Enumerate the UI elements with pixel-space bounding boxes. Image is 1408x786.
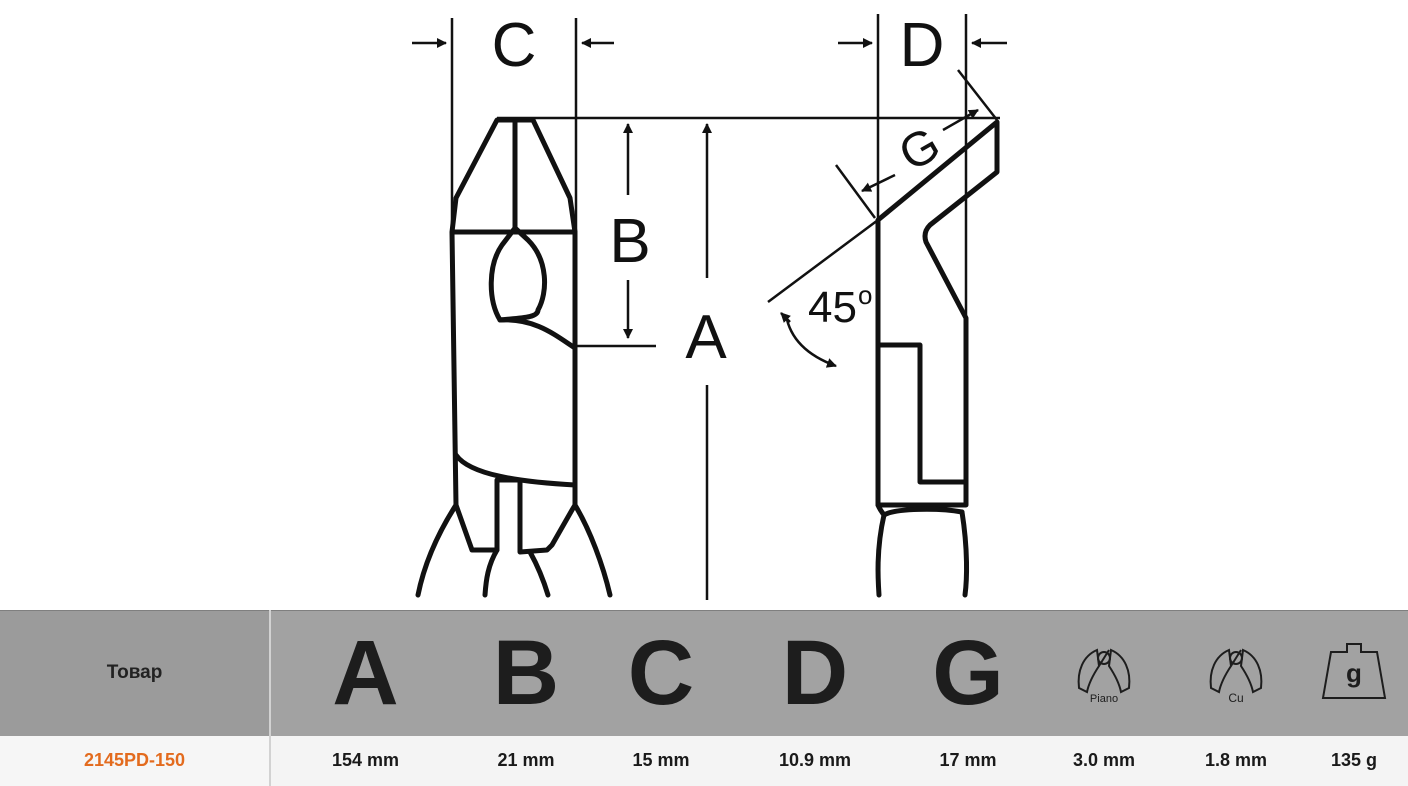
column-header-c-label: C bbox=[627, 622, 695, 725]
dimension-label-d: D bbox=[900, 11, 945, 80]
weight-icon: g bbox=[1319, 636, 1389, 706]
column-header-a-label: A bbox=[332, 622, 399, 725]
column-header-a: A bbox=[270, 609, 460, 736]
value-g: 17 mm bbox=[900, 735, 1036, 786]
product-code[interactable]: 2145PD-150 bbox=[0, 735, 271, 786]
column-header-g-label: G bbox=[932, 622, 1004, 725]
value-piano: 3.0 mm bbox=[1036, 735, 1172, 786]
column-header-d: D bbox=[730, 609, 900, 736]
column-header-b: B bbox=[460, 609, 592, 736]
product-column-header: Товар bbox=[0, 609, 271, 736]
front-view-pliers bbox=[415, 117, 613, 598]
dimension-label-b: B bbox=[609, 207, 650, 276]
column-header-c: C bbox=[592, 609, 730, 736]
value-copper: 1.8 mm bbox=[1172, 735, 1300, 786]
value-a: 154 mm bbox=[270, 735, 460, 786]
column-header-piano: Piano bbox=[1036, 609, 1172, 736]
value-c: 15 mm bbox=[592, 735, 730, 786]
value-d: 10.9 mm bbox=[730, 735, 900, 786]
dimension-label-a: A bbox=[685, 303, 727, 372]
angle-degree-symbol: o bbox=[858, 280, 872, 310]
side-view-pliers bbox=[875, 119, 1000, 598]
column-header-g: G bbox=[900, 609, 1036, 736]
angle-label: 45 bbox=[808, 283, 857, 332]
copper-icon-label: Cu bbox=[1228, 691, 1243, 705]
spec-table: Товар A B C D G Piano bbox=[0, 609, 1408, 786]
column-header-copper: Cu bbox=[1172, 609, 1300, 736]
dimension-label-g: G bbox=[890, 117, 949, 182]
column-header-weight: g bbox=[1300, 609, 1408, 736]
piano-wire-cut-icon: Piano bbox=[1069, 636, 1139, 706]
dimension-label-c: C bbox=[492, 11, 537, 80]
column-header-d-label: D bbox=[781, 622, 849, 725]
table-row: 2145PD-150 154 mm 21 mm 15 mm 10.9 mm 17… bbox=[0, 735, 1408, 786]
column-header-b-label: B bbox=[492, 622, 560, 725]
front-view-dimensions bbox=[412, 18, 1000, 600]
copper-wire-cut-icon: Cu bbox=[1201, 636, 1271, 706]
spec-header-row: Товар A B C D G Piano bbox=[0, 609, 1408, 736]
piano-icon-label: Piano bbox=[1090, 693, 1118, 705]
technical-drawing: C D B A G 45 o bbox=[412, 11, 1007, 600]
weight-icon-label: g bbox=[1346, 658, 1362, 688]
side-view-dimensions bbox=[767, 14, 1007, 368]
value-weight: 135 g bbox=[1300, 735, 1408, 786]
value-b: 21 mm bbox=[460, 735, 592, 786]
